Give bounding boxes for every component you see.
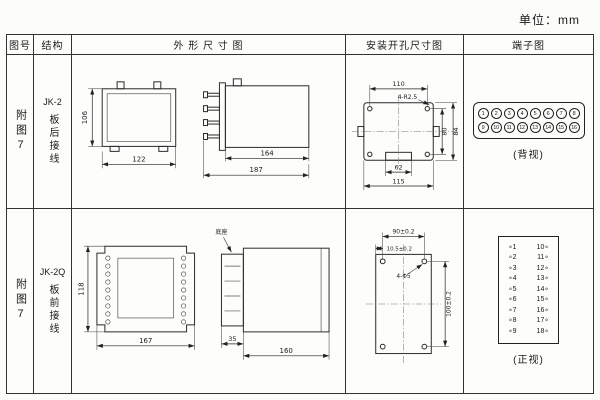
jk2q-side-view: 底座 <box>215 228 330 333</box>
hole-span-y-dim: 100±0.2 <box>446 291 453 317</box>
jk2q-drilling-drawing: 90±0.2 10.5±0.2 4-Φ5 100±0.2 <box>365 229 453 364</box>
front-width-dim: 167 <box>139 337 152 345</box>
terminal-circle: 1 <box>477 108 489 119</box>
corner-radius-callout: 4-R2.5 <box>398 94 418 101</box>
jk2-side-view <box>203 78 310 151</box>
jk2q-drilling-plan <box>365 244 442 364</box>
edge-offset-dim: 10.5±0.2 <box>387 246 412 252</box>
terminal-circle: 16 <box>568 122 580 133</box>
header-cell-mounting: 安装开孔尺寸图 <box>346 35 464 55</box>
cutout-width-dim: 110 <box>392 80 404 88</box>
header-cell-fig: 图号 <box>7 35 34 55</box>
total-depth-dim: 187 <box>250 166 263 174</box>
cutout-height-dim: 80 <box>441 127 449 135</box>
jk2q-side-dimensions: 35 160 <box>221 325 330 360</box>
jk2-front-view <box>101 81 177 152</box>
row1-terminal-cell: 1 2 3 4 5 6 7 8 9 10 11 12 13 14 15 <box>464 55 593 209</box>
model-label: JK-2 <box>43 97 62 107</box>
jk2q-front-view <box>96 245 196 333</box>
wiring-label: 板后接线 <box>46 114 58 166</box>
terminal-circle: 12 <box>516 122 528 133</box>
fig-number: 附图7 <box>14 278 27 324</box>
row1-mounting-cell: 110 4-R2.5 80 84 62 115 <box>346 55 464 209</box>
jk2-cutout-shape <box>351 94 458 169</box>
hole-span-x-dim: 90±0.2 <box>393 229 415 236</box>
view-label-rear: (背视) <box>513 150 544 161</box>
inner-width-dim: 62 <box>394 164 402 172</box>
terminal-circle: 14 <box>542 122 554 133</box>
row2-fig-cell: 附图7 <box>7 209 34 393</box>
terminal-block-front: ∘1 ∘2 ∘3 ∘4 ∘5 ∘6 ∘7 ∘8 ∘9 10∘ 11∘ 12∘ 1… <box>498 235 559 345</box>
terminal-circle: 4 <box>516 108 528 119</box>
wiring-label: 板前接线 <box>46 283 58 336</box>
jk2q-drilling-dimensions: 90±0.2 10.5±0.2 4-Φ5 100±0.2 <box>375 229 453 347</box>
fig-number: 附图7 <box>14 108 27 155</box>
spec-table: 图号 结构 外 形 尺 寸 图 安装开孔尺寸图 端子图 附图7 JK-2 板后接… <box>6 34 594 394</box>
body-depth-dim: 164 <box>260 149 274 157</box>
jk2-front-dimensions: 106 122 <box>81 88 176 169</box>
row1-outline-cell: 106 122 <box>72 55 346 209</box>
row2-terminal-cell: ∘1 ∘2 ∘3 ∘4 ∘5 ∘6 ∘7 ∘8 ∘9 10∘ 11∘ 12∘ 1… <box>464 209 593 393</box>
front-width-dim: 122 <box>132 155 145 163</box>
terminal-block-rear: 1 2 3 4 5 6 7 8 9 10 11 12 13 14 15 <box>472 102 585 139</box>
header-cell-structure: 结构 <box>34 35 72 55</box>
terminal-circle: 9 <box>477 122 489 133</box>
view-label-front: (正视) <box>513 355 544 367</box>
terminal-circle: 2 <box>490 108 502 119</box>
row1-fig-cell: 附图7 <box>7 55 34 209</box>
terminal-circle: 13 <box>529 122 541 133</box>
jk2q-front-dimensions: 118 167 <box>77 245 195 350</box>
model-label: JK-2Q <box>39 266 66 277</box>
row2-mounting-cell: 90±0.2 10.5±0.2 4-Φ5 100±0.2 <box>346 209 464 393</box>
terminal-circle: 3 <box>503 108 515 119</box>
hole-diameter-callout: 4-Φ5 <box>396 273 411 280</box>
terminal-circle: 5 <box>529 108 541 119</box>
jk2-drilling-drawing: 110 4-R2.5 80 84 62 115 <box>351 80 460 190</box>
jk2-outline-drawing: 106 122 <box>81 78 310 179</box>
front-height-dim: 118 <box>77 282 85 295</box>
base-depth-dim: 35 <box>228 335 236 343</box>
terminal-circle: 15 <box>555 122 567 133</box>
terminal-circle: 7 <box>555 108 567 119</box>
row2-structure-cell: JK-2Q 板前接线 <box>34 209 72 393</box>
terminal-column-left: ∘1 ∘2 ∘3 ∘4 ∘5 ∘6 ∘7 ∘8 ∘9 <box>508 243 517 335</box>
terminal-circle: 8 <box>568 108 580 119</box>
terminal-column-right: 10∘ 11∘ 12∘ 13∘ 14∘ 15∘ 16∘ 17∘ 18∘ <box>536 243 549 335</box>
terminal-circle: 6 <box>542 108 554 119</box>
outer-width-dim: 115 <box>392 178 404 186</box>
body-depth-dim: 160 <box>280 347 293 355</box>
jk2-cutout-dimensions: 110 4-R2.5 80 84 62 115 <box>363 80 460 190</box>
terminal-circle: 10 <box>490 122 502 133</box>
unit-label: 单位：mm <box>519 13 580 27</box>
jk2-side-dimensions: 164 187 <box>203 140 310 179</box>
outer-height-dim: 84 <box>452 127 460 135</box>
row2-outline-cell: 118 167 底座 35 <box>72 209 346 393</box>
terminal-circle: 11 <box>503 122 515 133</box>
row1-structure-cell: JK-2 板后接线 <box>34 55 72 209</box>
front-height-dim: 106 <box>81 111 89 124</box>
jk2q-outline-drawing: 118 167 底座 35 <box>77 228 330 360</box>
base-label: 底座 <box>215 228 227 236</box>
header-cell-outline: 外 形 尺 寸 图 <box>72 35 346 55</box>
header-cell-terminal: 端子图 <box>464 35 593 55</box>
